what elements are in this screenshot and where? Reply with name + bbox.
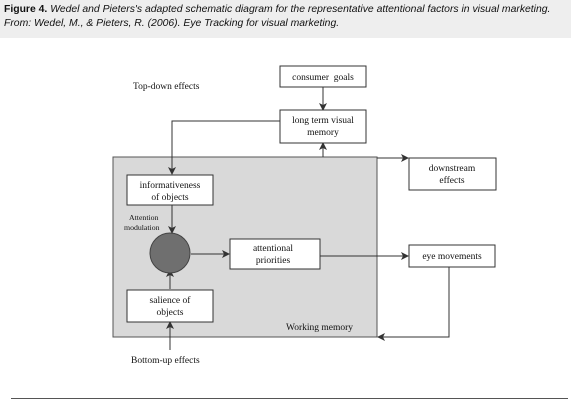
consumer-goals-box — [279, 65, 367, 88]
attention-modulation-label-2: modulation — [124, 223, 160, 232]
salience-label-1: salience of — [150, 295, 192, 306]
caption-band — [0, 0, 571, 38]
attentional-priorities-box — [229, 238, 321, 270]
attentional-priorities-label-1: attentional — [253, 244, 293, 254]
connectors — [166, 87, 450, 350]
salience-box — [126, 289, 214, 323]
attention-modulation-node — [149, 232, 191, 274]
bottom-rule — [11, 398, 568, 399]
long-term-memory-box — [279, 109, 367, 144]
caption-line-2: From: Wedel, M., & Pieters, R. (2006). E… — [4, 18, 340, 29]
working-memory-label: Working memory — [286, 323, 353, 333]
attention-modulation-label-1: Attention — [129, 213, 159, 222]
long-term-memory-label-2: memory — [307, 128, 339, 138]
caption-line-1: Wedel and Pieters's adapted schematic di… — [50, 4, 551, 15]
downstream-effects-label-2: effects — [439, 175, 464, 186]
attentional-priorities-label-2: priorities — [256, 256, 291, 266]
downstream-effects-label-1: downstream — [429, 164, 476, 174]
arrow-eye-to-working — [377, 267, 450, 341]
top-down-effects-label: Top-down effects — [133, 81, 200, 92]
eye-movements-label: eye movements — [422, 252, 482, 262]
informativeness-label-2: of objects — [151, 192, 189, 203]
consumer-goals-label: consumer goals — [292, 73, 354, 83]
downstream-effects-box — [408, 157, 497, 191]
figure-caption: Figure 4. Wedel and Pieters's adapted sc… — [4, 3, 569, 31]
informativeness-box — [126, 174, 214, 206]
informativeness-label-1: informativeness — [140, 180, 201, 191]
salience-label-2: objects — [157, 308, 184, 318]
eye-movements-box — [408, 244, 496, 268]
figure-label: Figure 4. — [4, 4, 48, 15]
arrow-memory-to-informativeness — [168, 120, 280, 175]
bottom-up-effects-label: Bottom-up effects — [131, 355, 200, 366]
long-term-memory-label-1: long term visual — [292, 116, 354, 126]
